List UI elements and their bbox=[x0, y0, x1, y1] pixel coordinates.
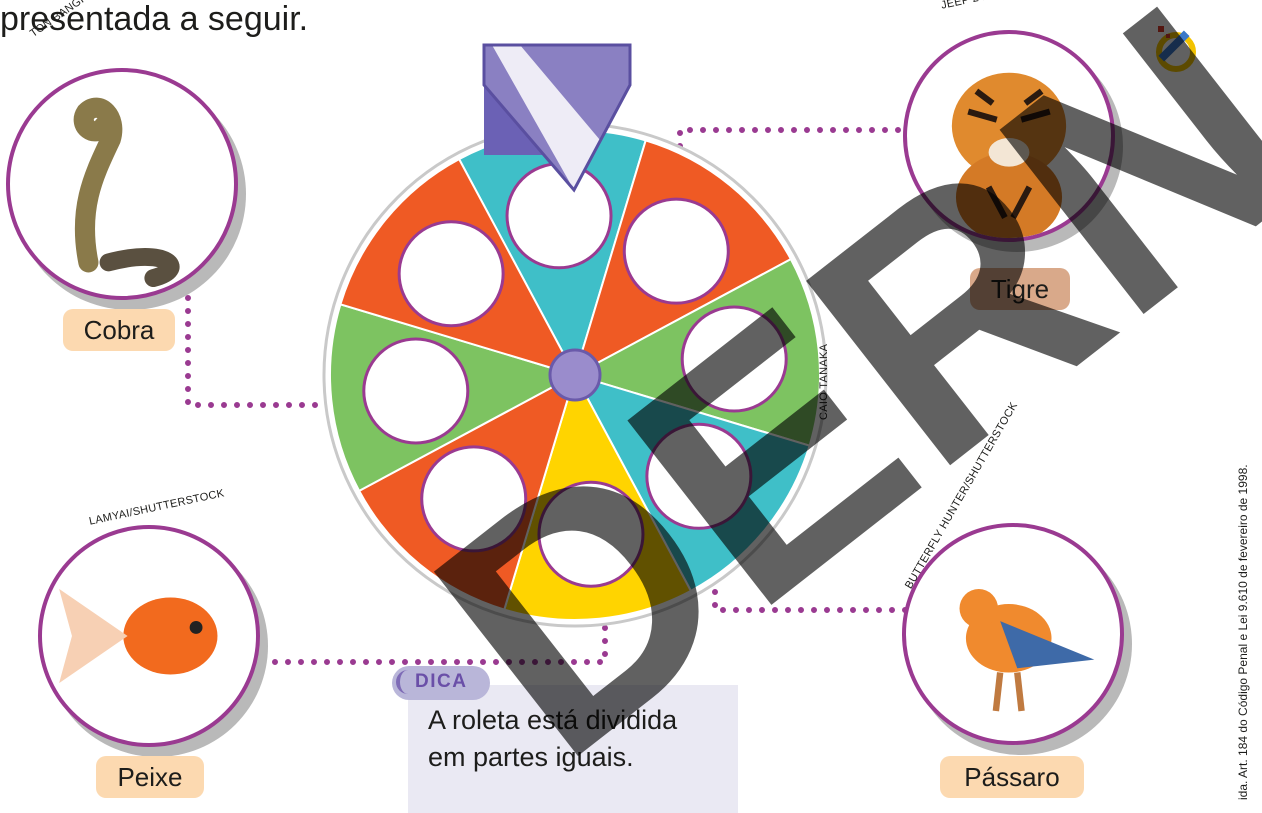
wheel-hub bbox=[548, 348, 602, 402]
wheel-photo-4 bbox=[645, 422, 753, 530]
passaro-photo bbox=[902, 523, 1124, 745]
dica-badge-cap bbox=[396, 670, 414, 694]
peixe-photo bbox=[38, 525, 260, 747]
dica-box bbox=[408, 685, 738, 813]
intro-text: presentada a seguir. bbox=[0, 0, 309, 38]
peixe-label: Peixe bbox=[96, 756, 204, 798]
dica-line-1: A roleta está dividida bbox=[428, 705, 678, 735]
dica-label: DICA bbox=[415, 671, 468, 692]
publisher-logo-icon bbox=[1156, 26, 1196, 72]
tigre-photo bbox=[903, 30, 1115, 242]
cobra-icon bbox=[73, 97, 180, 288]
dica-text: A roleta está dividida em partes iguais. bbox=[428, 702, 677, 776]
roulette-wheel bbox=[322, 43, 828, 628]
wheel-photo-5 bbox=[537, 480, 645, 588]
wheel-photo-8 bbox=[397, 220, 505, 328]
tigre-label: Tigre bbox=[970, 268, 1070, 310]
wheel-photo-7 bbox=[362, 337, 470, 445]
copyright-note: ida. Art. 184 do Código Penal e Lei 9.61… bbox=[1236, 464, 1250, 800]
wheel-photo-3 bbox=[680, 305, 788, 413]
wheel-pointer bbox=[482, 43, 632, 193]
passaro-label: Pássaro bbox=[940, 756, 1084, 798]
bird-icon bbox=[959, 589, 1095, 712]
wheel-photo-2 bbox=[622, 197, 730, 305]
wheel-photo-1 bbox=[505, 162, 613, 270]
tiger-icon bbox=[951, 72, 1067, 238]
connector-cobra bbox=[185, 282, 358, 408]
pointer-highlight bbox=[492, 45, 600, 190]
wheel-photo-6 bbox=[420, 445, 528, 553]
fish-icon bbox=[59, 588, 218, 684]
cobra-photo bbox=[6, 68, 238, 300]
dica-line-2: em partes iguais. bbox=[428, 742, 634, 772]
wheel-credit: CAIO TANAKA bbox=[818, 343, 830, 420]
cobra-label: Cobra bbox=[63, 309, 175, 351]
